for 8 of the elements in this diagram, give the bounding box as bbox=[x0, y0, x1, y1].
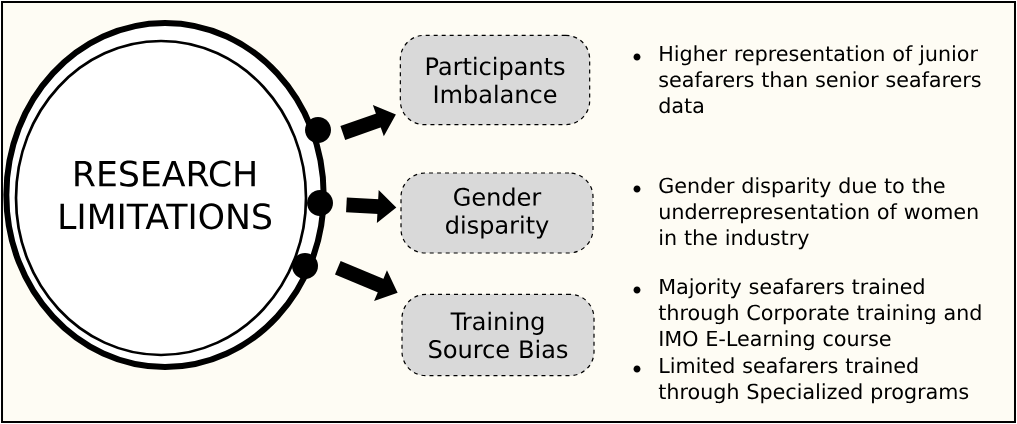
bullet-text: Limited seafarers trained through Specialized programs bbox=[658, 357, 969, 404]
rounded-box: Training Source Bias bbox=[401, 293, 595, 377]
bullet-text: Gender disparity due to the underrepresentation of women in the industry bbox=[659, 177, 978, 250]
bullet-text: Higher representation of junior seafarers than senior seafarers data bbox=[659, 45, 981, 114]
rounded-box: Gender disparity bbox=[400, 172, 594, 254]
circle-node: RESEARCH LIMITATIONS bbox=[3, 20, 327, 370]
bullet-text: Majority seafarers trained through Corporate training and IMO E-Learning course bbox=[658, 278, 981, 351]
rounded-box: Participants Imbalance bbox=[399, 34, 591, 126]
